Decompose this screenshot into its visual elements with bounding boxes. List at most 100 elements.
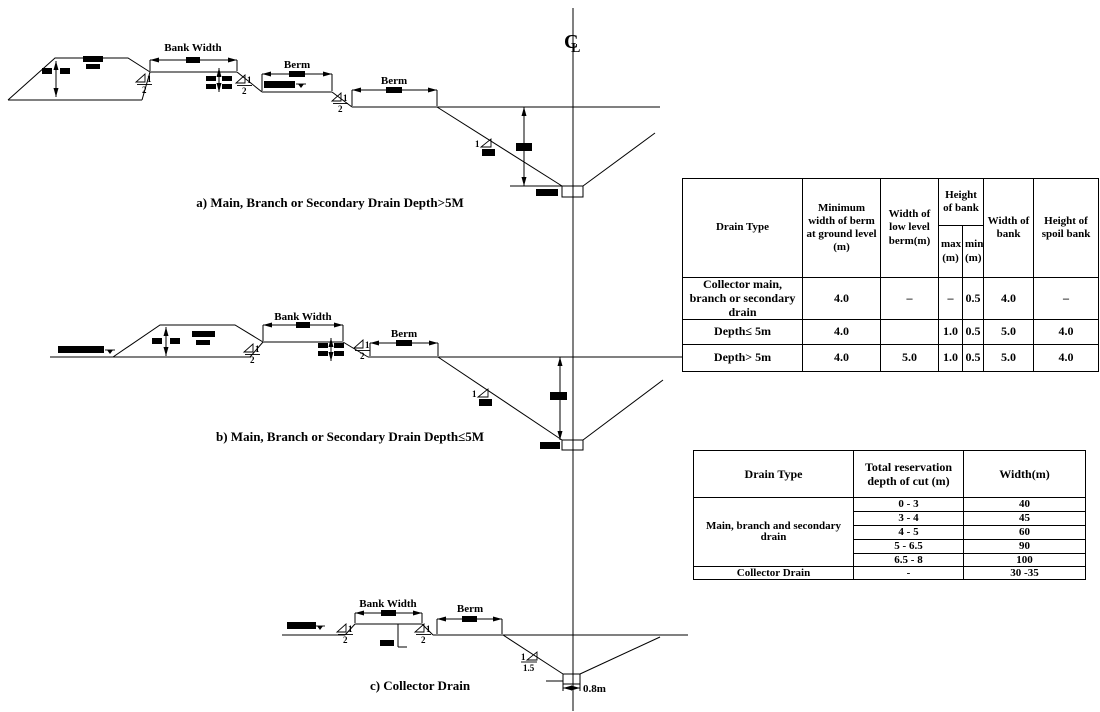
redacted-bank-height-labels-b	[318, 343, 344, 356]
caption-a: a) Main, Branch or Secondary Drain Depth…	[196, 195, 464, 210]
diagram-c: Bank Width Berm 0.8m 1 2 1 2 1 1.5	[282, 598, 688, 695]
drain-bottom-c	[562, 673, 581, 685]
cell-group-label: Main, branch and secondary drain	[693, 497, 854, 567]
level-marker-icon	[315, 625, 325, 630]
column-header-drain-type: Drain Type	[682, 178, 803, 278]
bank-left-slope-a	[141, 71, 151, 101]
table-row: Depth> 5m 4.0 5.0 1.0 0.5 5.0 4.0	[682, 344, 1100, 373]
cut-slope-marker-a: 1	[475, 138, 495, 156]
redacted-bank-width-value-c	[381, 610, 396, 616]
table-row: Depth≤ 5m 4.0 1.0 0.5 5.0 4.0	[682, 319, 1100, 346]
column-header-depth-of-cut: Total reservation depth of cut (m)	[853, 450, 964, 498]
column-header-max: max (m)	[938, 225, 963, 278]
cut-slope-marker-b: 1	[472, 388, 492, 406]
redacted-spoil-labels-b	[152, 331, 215, 345]
bottom-width-value-c: 0.8m	[583, 683, 606, 695]
counter-slope-a	[582, 132, 656, 187]
table-row: Main, branch and secondary drain 0 - 3 4…	[693, 497, 1086, 567]
table-row: 4 - 5 60	[694, 525, 1086, 540]
svg-text:1: 1	[426, 624, 431, 634]
cut-slope-b	[437, 356, 563, 441]
bank-right-slope-a	[236, 71, 263, 93]
redacted-level-text-b	[58, 346, 104, 353]
redacted-spoil-labels-a	[42, 56, 103, 74]
redacted-level-text-c	[287, 622, 316, 629]
slope-marker-1-2: 1 2	[330, 91, 348, 114]
slope-marker-1-2: 1 2	[134, 72, 152, 95]
svg-text:1: 1	[348, 624, 353, 634]
berm1-label-a: Berm	[284, 59, 310, 71]
cut-slope-c	[502, 634, 564, 675]
svg-text:1.5: 1.5	[523, 663, 535, 673]
svg-text:2: 2	[142, 85, 147, 95]
column-header-width-of-bank: Width of bank	[983, 178, 1035, 278]
level-marker-icon	[296, 83, 306, 88]
centerline: C L	[564, 8, 580, 711]
level-marker-icon	[105, 349, 115, 354]
svg-text:2: 2	[338, 104, 343, 114]
svg-text:1: 1	[472, 389, 477, 399]
berm-label-b: Berm	[391, 328, 417, 340]
cell-drain-type: Collector main, branch or secondary drai…	[682, 276, 803, 321]
bank-berm-dimensions-table: Drain Type Minimum width of berm at grou…	[682, 178, 1100, 373]
reservation-width-table: Drain Type Total reservation depth of cu…	[693, 450, 1086, 580]
column-header-width: Width(m)	[963, 450, 1086, 498]
redacted-berm1-value-a	[289, 71, 305, 77]
column-header-height-of-bank: Height of bank	[937, 178, 985, 226]
cell-drain-type: Depth> 5m	[682, 344, 803, 373]
redacted-bank-height-value-c	[380, 640, 394, 646]
slope-marker-1-2: 1 2	[242, 342, 260, 365]
slope-marker-1-2: 1 2	[413, 622, 431, 645]
drain-bottom-a	[561, 185, 584, 198]
table-row: Collector main, branch or secondary drai…	[682, 276, 1100, 321]
diagram-a: Bank Width Berm Berm	[7, 42, 660, 210]
svg-text:1: 1	[343, 93, 348, 103]
centerline-symbol: C	[564, 31, 578, 53]
bank-width-label-a: Bank Width	[164, 42, 221, 54]
counter-slope-b	[582, 379, 664, 441]
column-header-min-width-berm: Minimum width of berm at ground level (m…	[802, 178, 881, 278]
redacted-depth-value-b	[550, 392, 567, 400]
redacted-berm-value-c	[462, 616, 477, 622]
redacted-bottom-width-a	[536, 189, 558, 196]
svg-text:2: 2	[421, 635, 426, 645]
redacted-berm-value-b	[396, 340, 412, 346]
svg-text:1: 1	[255, 344, 260, 354]
svg-text:2: 2	[250, 355, 255, 365]
column-header-low-level-berm: Width of low level berm(m)	[880, 178, 939, 278]
counter-slope-c	[579, 636, 661, 675]
berm2-label-a: Berm	[381, 75, 407, 87]
redacted-bank-height-labels-a	[206, 76, 232, 89]
redacted-bank-width-value-a	[186, 57, 200, 63]
centerline-symbol-l: L	[571, 41, 580, 56]
svg-text:2: 2	[242, 86, 247, 96]
table-row: 3 - 4 45	[694, 511, 1086, 526]
caption-c: c) Collector Drain	[370, 678, 471, 693]
bank-width-label-c: Bank Width	[359, 598, 416, 610]
spoil-bank-outline-a	[7, 57, 151, 101]
svg-text:1: 1	[365, 340, 370, 350]
table-row: 6.5 - 8 100	[694, 553, 1086, 567]
svg-text:1: 1	[147, 74, 152, 84]
redacted-berm2-value-a	[386, 87, 402, 93]
redacted-level-text-a	[264, 81, 295, 88]
column-header-drain-type: Drain Type	[693, 450, 854, 498]
column-header-min: min (m)	[961, 225, 985, 278]
redacted-bank-width-value-b	[296, 322, 310, 328]
spoil-bank-outline-b	[112, 324, 264, 358]
svg-text:2: 2	[360, 351, 365, 361]
svg-text:2: 2	[343, 635, 348, 645]
bank-outline-c	[344, 623, 434, 636]
cell-drain-type: Depth≤ 5m	[682, 319, 803, 346]
slope-marker-1-2: 1 2	[234, 73, 252, 96]
table-row-collector: Collector Drain - 30 -35	[693, 566, 1086, 580]
column-header-height-spoil-bank: Height of spoil bank	[1033, 178, 1100, 278]
redacted-bottom-width-b	[540, 442, 560, 449]
cell-drain-type: Collector Drain	[693, 566, 854, 580]
slope-marker-1-2: 1 2	[335, 622, 353, 645]
svg-text:1: 1	[475, 139, 480, 149]
cut-slope-a	[436, 106, 563, 187]
svg-text:1: 1	[521, 652, 526, 662]
